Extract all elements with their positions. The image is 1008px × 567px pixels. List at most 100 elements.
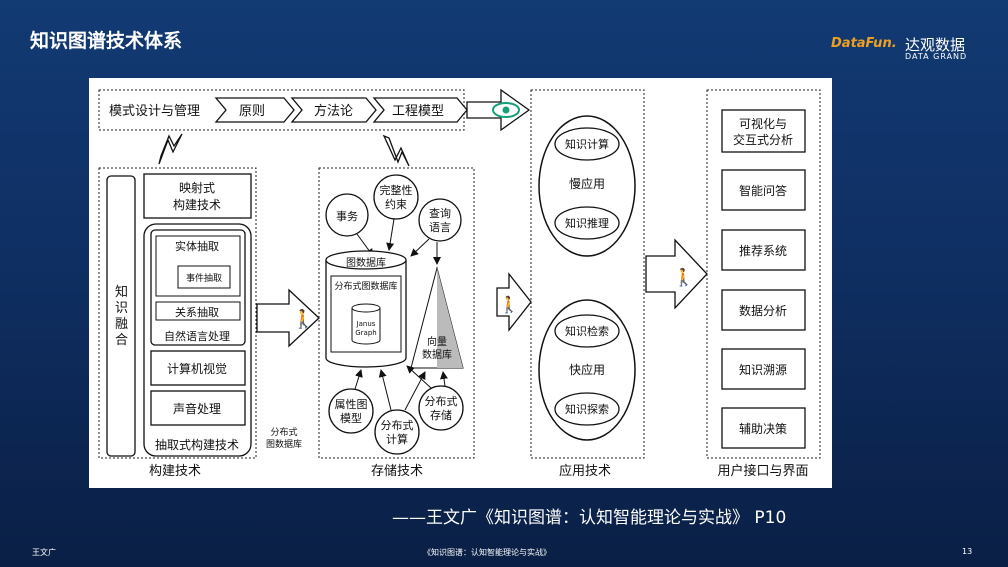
event-extraction: 事件抽取 [186, 272, 222, 284]
book-citation: ——王文广《知识图谱：认知智能理论与实战》 P10 [392, 508, 787, 528]
integrity-line-1: 完整性 [380, 183, 413, 197]
ui-recommend: 推荐系统 [739, 244, 787, 258]
eye-pupil-icon [502, 106, 510, 114]
ui-visual-line-2: 交互式分析 [733, 132, 793, 147]
step-engineering: 工程模型 [392, 104, 444, 119]
audio-box [150, 390, 246, 426]
dist-note-line-2: 图数据库 [266, 438, 302, 450]
knowledge-search-node [554, 314, 620, 348]
graphdb-cylinder-top [325, 250, 407, 270]
transaction-node [325, 193, 369, 237]
cv-box [150, 350, 246, 386]
step-principle: 原则 [239, 104, 265, 119]
application-section [530, 89, 645, 459]
footer-author: 王文广 [32, 548, 56, 557]
ui-visual-line-1: 可视化与 [739, 116, 787, 131]
ui-item-trace [721, 348, 806, 390]
ui-qa: 智能问答 [739, 183, 787, 198]
fusion-char-4: 合 [115, 333, 128, 348]
relation-box [155, 301, 241, 321]
computer-vision: 计算机视觉 [167, 361, 227, 376]
event-box [177, 265, 231, 289]
integrity-line-2: 约束 [385, 198, 407, 211]
knowledge-reasoning: 知识推理 [565, 216, 609, 230]
mapping-box [143, 173, 252, 219]
vector-line-1: 向量 [427, 335, 447, 348]
chevron-principle [214, 97, 295, 123]
audio-processing: 声音处理 [173, 401, 221, 416]
dist-compute-line-2: 计算 [386, 432, 408, 446]
integrity-node [373, 174, 419, 220]
logo-en: DATA GRAND [905, 52, 968, 61]
ui-item-recommend [721, 229, 806, 271]
janus-cylinder [351, 308, 381, 345]
walker-icon-1: 🚶 [292, 308, 314, 330]
walker-icon-3: 🚶 [673, 267, 694, 288]
entity-extraction: 实体抽取 [175, 239, 219, 253]
knowledge-fusion-box [106, 175, 136, 457]
logo-cn: 达观数据 [905, 36, 966, 54]
knowledge-search: 知识检索 [565, 324, 609, 338]
diagram-svg: 模式设计与管理 原则 方法论 工程模型 构建技术 知 识 融 合 映射式 构建技… [98, 88, 821, 479]
knowledge-explore: 知识探索 [565, 402, 609, 416]
fusion-char-2: 识 [115, 301, 128, 316]
extraction-label: 抽取式构建技术 [155, 437, 239, 452]
dist-storage-line-1: 分布式 [425, 395, 458, 408]
ui-item-analysis [721, 289, 806, 331]
slow-app-label: 慢应用 [569, 176, 605, 191]
fusion-char-1: 知 [115, 284, 128, 300]
fast-app-label: 快应用 [569, 362, 605, 377]
vector-line-2: 数据库 [422, 348, 452, 361]
mapping-line-1: 映射式 [179, 180, 215, 195]
vector-db-shade [437, 268, 463, 368]
dist-compute-node [374, 409, 420, 455]
ui-section [706, 89, 821, 459]
relation-extraction: 关系抽取 [175, 305, 219, 319]
knowledge-explore-node [554, 392, 620, 426]
janus-line-1: Janus [356, 320, 376, 328]
ui-label: 用户接口与界面 [717, 463, 808, 479]
schema-design-label: 模式设计与管理 [109, 104, 200, 119]
property-node [328, 388, 374, 434]
mapping-line-2: 构建技术 [173, 197, 221, 212]
ui-decision: 辅助决策 [739, 422, 787, 436]
dist-compute-line-1: 分布式 [381, 419, 414, 432]
footer-page-number: 13 [962, 547, 973, 556]
transaction-text: 事务 [336, 210, 358, 223]
step-methodology: 方法论 [314, 103, 353, 119]
chevron-methodology [290, 97, 377, 123]
architecture-diagram: 模式设计与管理 原则 方法论 工程模型 构建技术 知 识 融 合 映射式 构建技… [89, 78, 832, 488]
query-line-1: 查询 [429, 206, 451, 220]
property-line-1: 属性图 [335, 397, 368, 411]
ui-item-visual [721, 109, 806, 153]
dist-note-line-1: 分布式 [270, 426, 297, 438]
dist-graphdb-text: 分布式图数据库 [334, 280, 397, 292]
datafun-logo-mark: DataFun. [831, 36, 897, 51]
datagrand-logo: DataFun. 达观数据 DATA GRAND [831, 34, 981, 64]
knowledge-compute: 知识计算 [565, 137, 609, 151]
construct-section [98, 167, 257, 459]
storage-label: 存储技术 [371, 464, 423, 479]
nlp-label: 自然语言处理 [164, 329, 230, 343]
ui-item-qa [721, 169, 806, 211]
storage-section [318, 167, 475, 459]
chevron-engineering [372, 97, 468, 123]
footer-book: 《知识图谱：认知智能理论与实战》 [423, 548, 551, 557]
construct-label: 构建技术 [149, 464, 201, 479]
knowledge-compute-node [554, 127, 620, 161]
graphdb-text: 图数据库 [346, 256, 386, 269]
application-label: 应用技术 [559, 463, 611, 479]
query-node [418, 198, 462, 242]
walker-icon-2: 🚶 [499, 295, 519, 314]
knowledge-reasoning-node [554, 206, 620, 240]
janus-cylinder-top [351, 303, 381, 313]
lightning-icon-left [158, 133, 183, 165]
walk-arrow-2 [496, 272, 532, 332]
walk-arrow-1 [256, 288, 320, 348]
ui-analysis: 数据分析 [739, 303, 787, 318]
slide-title: 知识图谱技术体系 [30, 30, 183, 52]
query-line-2: 语言 [429, 221, 451, 234]
dist-storage-line-2: 存储 [430, 408, 452, 422]
dist-storage-node [418, 385, 464, 431]
fusion-char-3: 融 [115, 317, 128, 332]
